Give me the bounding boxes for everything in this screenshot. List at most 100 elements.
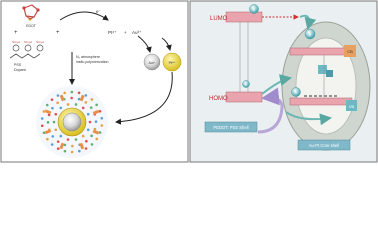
polymer-dot	[66, 103, 70, 106]
schematic-svg: EDOT + + e⁻ Pt⁴⁺ + Au³⁺ Au³⁺ Pt⁴⁺ SO₃H	[0, 0, 378, 163]
polymer-dot	[77, 91, 81, 95]
polymer-dot	[84, 147, 88, 150]
svg-text:SO₃H: SO₃H	[24, 40, 32, 44]
pss-chain-block	[79, 94, 85, 102]
polymer-dot	[84, 94, 88, 97]
polymer-dot	[93, 127, 97, 131]
electron-symbol-1: e	[253, 7, 256, 12]
homo-bar	[225, 91, 263, 103]
polymer-dot	[100, 116, 104, 120]
polymer-dot	[70, 96, 73, 100]
polymer-dot	[90, 134, 93, 138]
polymer-dots	[40, 90, 104, 154]
polymer-dot	[81, 134, 85, 138]
polymer-dot	[54, 128, 58, 132]
electron-sphere-core-mid	[291, 87, 301, 97]
core-shell-box	[297, 139, 351, 151]
polymer-dot	[50, 143, 54, 146]
polymer-dot	[88, 120, 92, 124]
electron-symbol-2: e	[309, 32, 312, 37]
teal-arrow-mid	[261, 74, 292, 95]
polymer-dot	[74, 103, 78, 106]
cb-bar	[289, 47, 353, 56]
pt-ion-sphere: Pt⁴⁺	[162, 52, 182, 72]
polymer-dot	[84, 101, 88, 104]
au-core	[62, 112, 82, 132]
hole-symbol: h	[245, 82, 247, 87]
edot-molecule: EDOT	[22, 4, 40, 28]
polymer-dot	[40, 124, 44, 128]
polymer-dot	[56, 94, 60, 97]
polymer-dot	[77, 97, 81, 101]
pss-chain-block	[59, 94, 65, 102]
polymer-dot	[100, 124, 104, 127]
reaction-condition-2: insitu polymerization	[76, 60, 109, 64]
electron-sphere-lumo	[249, 4, 259, 14]
polymer-dot	[86, 128, 90, 132]
left-panel: EDOT + + e⁻ Pt⁴⁺ + Au³⁺ Au³⁺ Pt⁴⁺ SO₃H	[0, 0, 189, 163]
polymer-dot	[46, 137, 49, 141]
pss-label: PSS	[14, 63, 22, 67]
curved-arrow-top	[59, 11, 109, 21]
polymer-dot	[45, 103, 49, 107]
polymer-dot	[70, 150, 74, 154]
polymer-dot	[47, 113, 51, 117]
polymer-dot	[63, 91, 66, 95]
plus-sign-1: +	[14, 30, 18, 36]
plus-sign-3: +	[124, 30, 127, 35]
polymer-dot	[66, 138, 70, 141]
polymer-dot	[85, 139, 88, 143]
vb-label: VB	[349, 104, 355, 109]
polymer-dot	[51, 135, 55, 138]
polymer-dot	[74, 138, 78, 141]
polymer-dot	[54, 112, 58, 116]
arrow-to-au	[137, 35, 152, 53]
hole-symbol-2: h	[295, 90, 297, 95]
polymer-dot	[42, 131, 46, 135]
polymer-dot	[89, 106, 93, 109]
purple-transfer-arrow	[257, 87, 284, 134]
polymer-dot	[52, 120, 56, 124]
core-shell-inner	[295, 37, 357, 135]
polymer-dot	[70, 90, 74, 94]
pss-sub-label: Dopant	[14, 68, 26, 72]
polymer-dot	[71, 144, 74, 148]
pss-chains	[44, 94, 100, 150]
polymer-dot	[95, 137, 99, 141]
polymer-dot	[50, 98, 54, 101]
au-ion-label: Au³⁺	[132, 30, 142, 35]
svg-text:SO₃H: SO₃H	[36, 40, 44, 44]
polymer-dot	[86, 112, 90, 116]
polymer-dot	[46, 121, 50, 124]
polymer-dot	[98, 131, 102, 134]
lumo-label: LUMO	[210, 16, 228, 22]
pedot-shell-label: PEDOT: PSS Shell	[213, 125, 248, 130]
pss-chain-block	[59, 142, 65, 150]
pss-molecule: SO₃H SO₃H SO₃H PSS Dopant	[9, 40, 44, 72]
electron-label: e⁻	[96, 9, 102, 14]
plus-sign-2: +	[56, 30, 60, 36]
lumo-bar	[225, 11, 263, 23]
polymer-dot	[98, 109, 102, 113]
right-panel: LUMO e HOMO h PEDOT: PSS Shell CB	[189, 0, 378, 163]
polymer-dot	[81, 106, 85, 110]
polymer-dot	[95, 103, 98, 107]
hole-sphere	[242, 80, 250, 88]
homo-label: HOMO	[209, 96, 228, 102]
polymer-dot	[63, 143, 67, 147]
reaction-condition-1: N₂ atmosphere	[76, 55, 100, 59]
au-core-label: Au³⁺	[149, 61, 156, 65]
polymer-dot	[42, 110, 46, 113]
return-arrow	[115, 71, 173, 125]
core-shell-region: CB VB e h Au-Pt Core shell	[281, 21, 371, 151]
polymer-dot	[94, 120, 98, 123]
arrow-to-pt	[161, 37, 172, 51]
cb-label: CB	[347, 49, 353, 54]
polymer-dot	[56, 147, 60, 150]
polymer-dot	[63, 149, 67, 153]
vb-bar	[289, 97, 353, 106]
core-shell-label: Au-Pt Core shell	[309, 143, 340, 148]
pss-chain-block	[44, 109, 52, 115]
au-core-sphere: Au³⁺	[143, 53, 161, 71]
edot-label: EDOT	[26, 24, 37, 28]
